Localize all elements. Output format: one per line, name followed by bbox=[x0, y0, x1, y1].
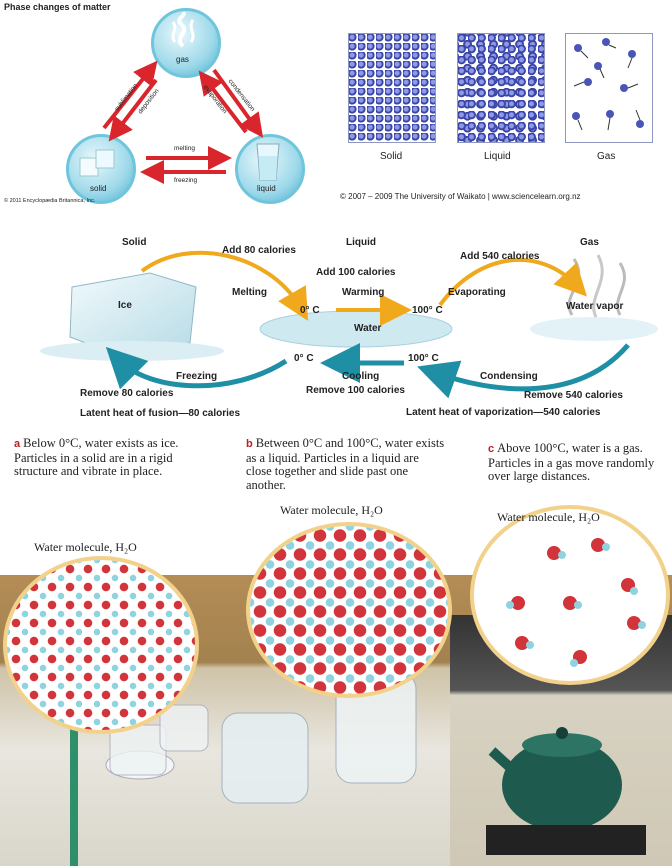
phase-panel-title: Phase changes of matter bbox=[4, 2, 111, 12]
glass-of-water-icon bbox=[256, 143, 280, 181]
freezing-label: freezing bbox=[174, 177, 198, 184]
cal-solid-label: Solid bbox=[122, 237, 147, 248]
caption-c-letter: c bbox=[488, 443, 495, 455]
water-vapor-label: Water vapor bbox=[566, 301, 624, 312]
liquid-particle-box bbox=[457, 33, 545, 143]
gas-label: gas bbox=[176, 55, 189, 64]
liquid-molecule-circle bbox=[246, 522, 452, 698]
melting-label: melting bbox=[174, 145, 195, 152]
ice-label: Ice bbox=[118, 300, 132, 311]
particle-models-panel: Solid Liquid Gas © 2007 – 2009 The Unive… bbox=[340, 25, 670, 215]
add-100-label: Add 100 calories bbox=[316, 267, 396, 278]
zero-c-top-label: 0° C bbox=[300, 305, 320, 316]
gas-particles bbox=[572, 38, 644, 131]
caption-b-text: Between 0°C and 100°C, water exists as a… bbox=[246, 436, 445, 492]
zero-c-bottom-label: 0° C bbox=[294, 353, 314, 364]
gas-caption: Gas bbox=[597, 151, 616, 162]
remove-80-label: Remove 80 calories bbox=[80, 388, 174, 399]
cooling-step-label: Cooling bbox=[342, 371, 380, 382]
latent-fusion-label: Latent heat of fusion—80 calories bbox=[80, 408, 241, 419]
evaporating-step-label: Evaporating bbox=[448, 287, 506, 298]
remove-540-label: Remove 540 calories bbox=[524, 390, 623, 401]
water-label: Water bbox=[354, 323, 382, 334]
hundred-c-bottom-label: 100° C bbox=[408, 353, 439, 364]
gas-circle bbox=[151, 8, 221, 78]
liquid-label: liquid bbox=[257, 184, 276, 193]
remove-100-label: Remove 100 calories bbox=[306, 385, 405, 396]
steam-icon bbox=[171, 12, 195, 48]
britannica-credit: © 2011 Encyclopædia Britannica, Inc. bbox=[4, 198, 96, 204]
condensing-step-label: Condensing bbox=[480, 371, 538, 382]
caption-b-letter: b bbox=[246, 438, 253, 450]
solid-particle-box bbox=[348, 33, 436, 143]
molecule-label-left: Water molecule, H₂O bbox=[34, 540, 137, 554]
caption-a-letter: a bbox=[14, 438, 21, 450]
phase-arrows bbox=[102, 60, 264, 184]
kettle-and-jars bbox=[105, 672, 646, 855]
liquid-caption: Liquid bbox=[484, 151, 511, 162]
molecule-label-right: Water molecule, H₂O bbox=[497, 510, 600, 524]
phase-changes-panel: Phase changes of matter gas solid liquid… bbox=[0, 0, 330, 210]
caption-a-text: Below 0°C, water exists as ice. Particle… bbox=[14, 436, 179, 478]
solid-molecule-circle bbox=[3, 556, 199, 734]
solid-circle bbox=[66, 134, 136, 204]
cal-liquid-label: Liquid bbox=[346, 237, 376, 248]
freezing-step-label: Freezing bbox=[176, 371, 218, 382]
gas-molecule-circle bbox=[470, 505, 670, 685]
cal-gas-label: Gas bbox=[580, 237, 599, 248]
melting-step-label: Melting bbox=[232, 287, 267, 298]
molecule-label-mid: Water molecule, H₂O bbox=[280, 503, 383, 517]
calories-panel: Solid Liquid Gas Add 80 calories Add 100… bbox=[0, 225, 672, 420]
add-80-label: Add 80 calories bbox=[222, 245, 296, 256]
liquid-hydrogen-layer bbox=[250, 526, 448, 694]
calories-artwork bbox=[40, 250, 658, 399]
gas-molecules bbox=[506, 538, 646, 667]
ice-cubes-icon bbox=[79, 149, 115, 177]
hundred-c-top-label: 100° C bbox=[412, 305, 443, 316]
add-540-label: Add 540 calories bbox=[460, 251, 540, 262]
solid-hydrogen-layer bbox=[7, 560, 195, 730]
solid-label: solid bbox=[90, 184, 107, 193]
waikato-credit: © 2007 – 2009 The University of Waikato … bbox=[340, 192, 581, 201]
solid-caption: Solid bbox=[380, 151, 403, 162]
latent-vapor-label: Latent heat of vaporization—540 calories bbox=[406, 407, 601, 418]
caption-c-text: Above 100°C, water is a gas. Particles i… bbox=[488, 441, 655, 483]
warming-step-label: Warming bbox=[342, 287, 385, 298]
